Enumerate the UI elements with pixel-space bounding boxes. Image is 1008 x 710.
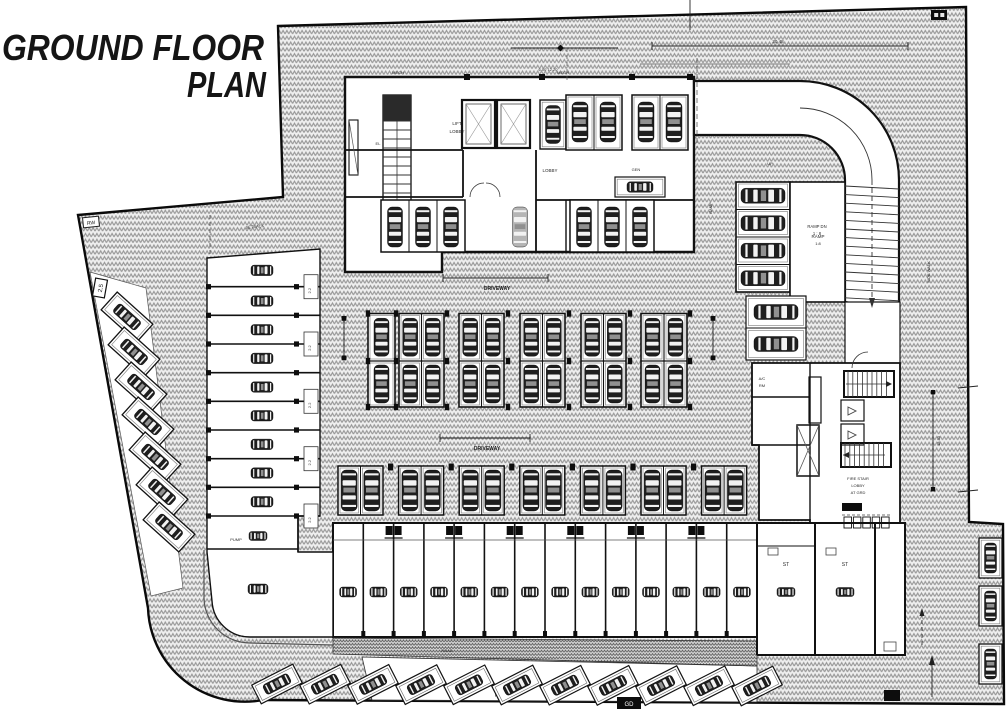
svg-text:RW: RW [87, 220, 96, 227]
svg-text:6.00 12.20: 6.00 12.20 [539, 67, 559, 72]
svg-text:LIFT: LIFT [452, 121, 462, 126]
svg-text:FIRE STAIR: FIRE STAIR [847, 476, 869, 481]
svg-text:ROAD: ROAD [441, 648, 453, 653]
svg-text:2.2: 2.2 [307, 516, 312, 522]
svg-text:A/C: A/C [759, 376, 766, 381]
svg-text:RAMP DN: RAMP DN [807, 224, 826, 229]
svg-text:GROUND FLOOR: GROUND FLOOR [2, 27, 265, 68]
svg-text:ST: ST [783, 562, 789, 568]
svg-text:DRIVEWAY: DRIVEWAY [474, 446, 501, 452]
svg-text:18.30: 18.30 [936, 435, 941, 446]
svg-text:1:8: 1:8 [815, 241, 821, 246]
svg-text:GEN: GEN [632, 167, 641, 172]
svg-text:2.2: 2.2 [307, 402, 312, 408]
svg-text:GD: GD [625, 702, 635, 708]
svg-text:MECH: MECH [557, 70, 569, 75]
svg-text:PUMP: PUMP [230, 537, 242, 542]
svg-text:RAMP: RAMP [811, 234, 824, 239]
svg-text:ST: ST [842, 562, 848, 568]
svg-text:DRIVEWAY: DRIVEWAY [484, 286, 511, 292]
svg-text:RM: RM [759, 383, 765, 388]
svg-text:SETBACK: SETBACK [245, 223, 264, 230]
svg-text:1 : 8: 1 : 8 [813, 231, 822, 236]
svg-text:AT GRD: AT GRD [851, 490, 866, 495]
svg-text:2.2: 2.2 [307, 459, 312, 465]
svg-text:RAMP: RAMP [708, 202, 713, 214]
svg-text:LOBBY: LOBBY [449, 129, 464, 134]
svg-text:UP: UP [767, 161, 773, 166]
svg-text:2.2: 2.2 [307, 287, 312, 293]
svg-text:EL: EL [376, 141, 382, 146]
svg-text:LOBBY: LOBBY [542, 168, 557, 173]
svg-text:LOBBY: LOBBY [851, 483, 865, 488]
svg-text:30.48: 30.48 [772, 39, 784, 44]
svg-text:2.5: 2.5 [98, 283, 105, 293]
svg-text:PLAN: PLAN [187, 64, 267, 105]
svg-text:MECH: MECH [392, 70, 404, 75]
svg-text:2.2: 2.2 [307, 344, 312, 350]
svg-text:SIDE WALK: SIDE WALK [926, 261, 931, 283]
